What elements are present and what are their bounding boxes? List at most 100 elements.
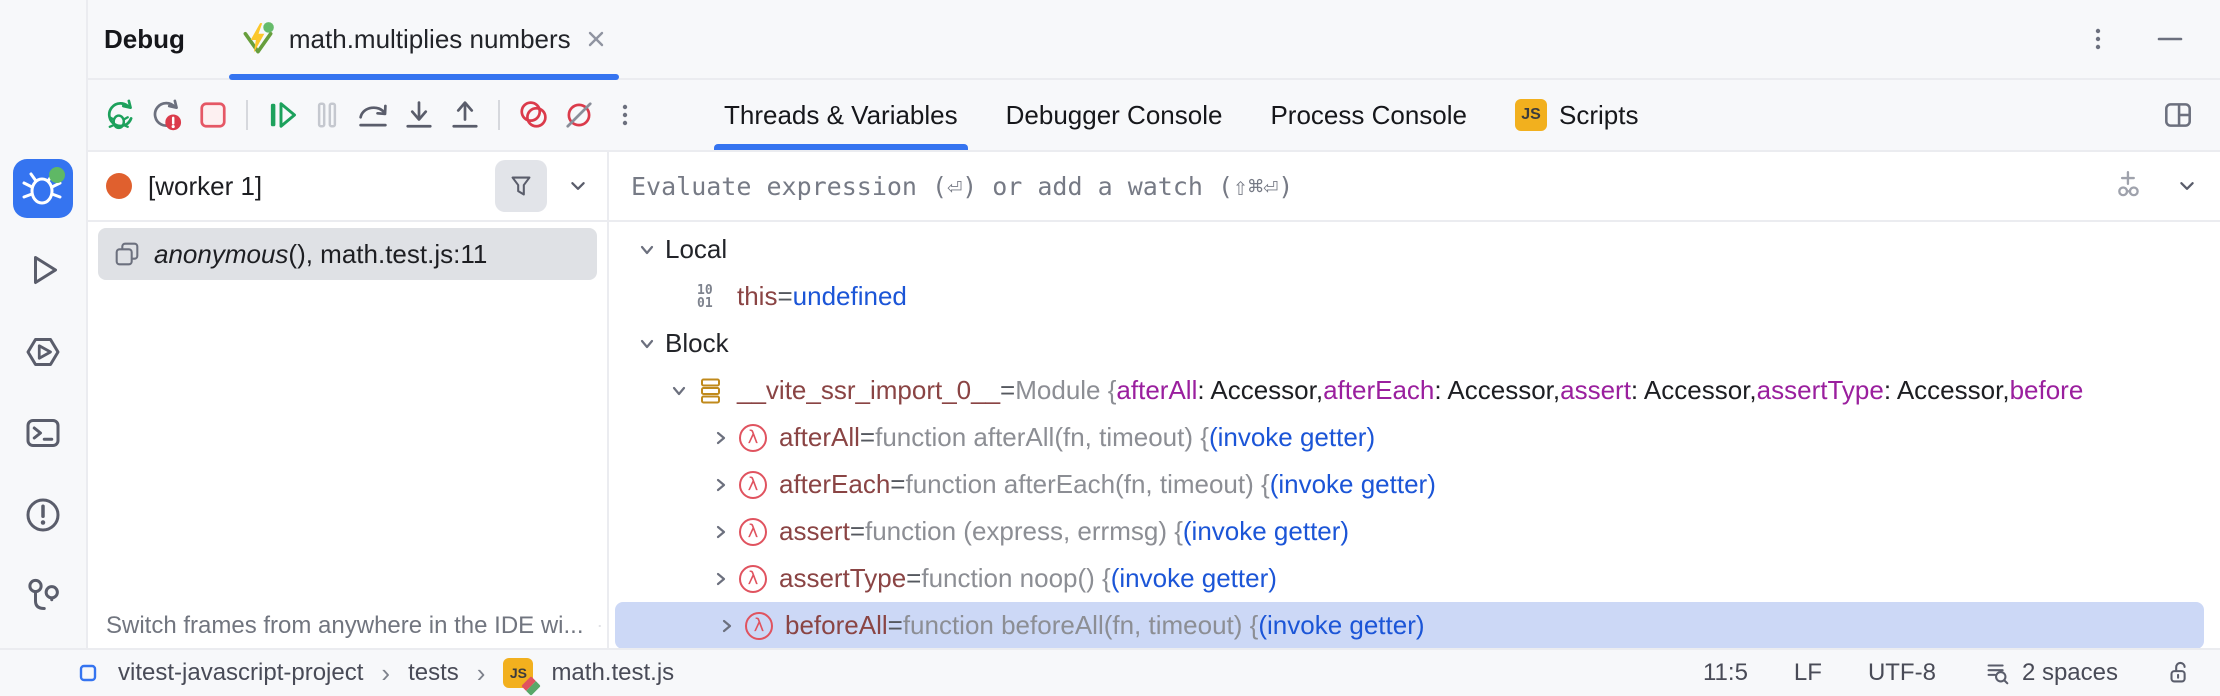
tab-label: Threads & Variables: [724, 99, 958, 130]
minimize-icon[interactable]: [2148, 17, 2192, 61]
filter-icon: [511, 176, 531, 196]
variable-row[interactable]: Local: [609, 226, 2220, 273]
chevron-right-icon[interactable]: [709, 614, 745, 638]
debug-session-tab[interactable]: math.multiplies numbers: [228, 0, 619, 80]
active-tab-underline: [228, 74, 619, 80]
chevron-down-icon[interactable]: [661, 379, 697, 403]
debug-bug-icon: [22, 166, 65, 205]
sidebar-item-debug[interactable]: [13, 158, 73, 219]
step-into-button[interactable]: [396, 92, 442, 138]
view-breakpoints-button[interactable]: [510, 92, 556, 138]
chevron-down-icon[interactable]: [563, 171, 593, 201]
close-icon[interactable]: [583, 26, 609, 52]
variable-text: assert: [779, 516, 850, 546]
module-icon: [697, 377, 737, 405]
variable-text: before: [2009, 375, 2084, 405]
variable-text: function afterAll(fn, timeout) {: [875, 422, 1209, 452]
layout-settings-icon[interactable]: [2156, 93, 2200, 137]
variable-text: this: [737, 281, 778, 311]
indent-setting[interactable]: 2 spaces: [1982, 658, 2118, 688]
variable-text: assertType: [779, 563, 907, 593]
variable-text: function noop() {: [921, 563, 1111, 593]
variable-text: function (express, errmsg) {: [865, 516, 1183, 546]
stop-icon: [200, 102, 226, 128]
stop-button[interactable]: [190, 92, 236, 138]
breadcrumb-file[interactable]: math.test.js: [551, 659, 675, 686]
rerun-failed-tests-button[interactable]: [144, 92, 190, 138]
variable-text: assertType: [1756, 375, 1884, 405]
lambda-icon: λ: [745, 611, 785, 640]
filter-frames-button[interactable]: [495, 160, 547, 212]
tab-process-console[interactable]: Process Console: [1250, 80, 1487, 150]
variable-row[interactable]: __vite_ssr_import_0__ = Module {afterAll…: [609, 367, 2220, 414]
step-over-button[interactable]: [350, 92, 396, 138]
debug-window-header: Debug math.multiplies numbers: [88, 0, 2220, 80]
caret-position[interactable]: 11:5: [1702, 659, 1748, 686]
rerun-debug-icon: [107, 99, 133, 130]
tab-scripts[interactable]: JS Scripts: [1495, 80, 1658, 150]
unlocked-icon[interactable]: [2164, 658, 2194, 688]
chevron-down-icon[interactable]: [629, 238, 665, 262]
lambda-icon: λ: [739, 564, 779, 593]
more-options-button[interactable]: [602, 92, 648, 138]
variable-text: =: [859, 422, 876, 452]
line-separator[interactable]: LF: [1793, 659, 1822, 686]
chevron-right-icon: ›: [381, 657, 391, 688]
frames-panel: [worker 1] an: [88, 152, 609, 648]
stack-frame-item[interactable]: anonymous(), math.test.js:11: [98, 228, 597, 280]
sidebar-item-services[interactable]: [13, 322, 73, 382]
mute-breakpoints-icon: [566, 102, 592, 128]
step-into-icon: [406, 101, 432, 128]
tip-text: Switch frames from anywhere in the IDE w…: [106, 612, 584, 639]
sidebar-item-version-control[interactable]: [13, 566, 73, 626]
sidebar-item-terminal[interactable]: [13, 403, 73, 463]
kebab-menu-icon[interactable]: [2076, 17, 2120, 61]
variable-text: (invoke getter): [1110, 563, 1277, 593]
resume-button[interactable]: [258, 92, 304, 138]
chevron-right-icon[interactable]: [703, 426, 739, 450]
variables-panel: Evaluate expression (⏎) or add a watch (…: [609, 152, 2220, 648]
variable-text: __vite_ssr_import_0__: [737, 375, 1001, 405]
vitest-icon: [243, 22, 274, 54]
thread-selector[interactable]: [worker 1]: [88, 152, 607, 222]
variable-text: afterEach: [1323, 375, 1435, 405]
breadcrumb-folder[interactable]: tests: [408, 659, 459, 686]
frames-tip: Switch frames from anywhere in the IDE w…: [106, 612, 601, 640]
chevron-right-icon[interactable]: [703, 520, 739, 544]
file-encoding[interactable]: UTF-8: [1867, 659, 1936, 686]
step-out-button[interactable]: [442, 92, 488, 138]
evaluate-input[interactable]: Evaluate expression (⏎) or add a watch (…: [631, 171, 1294, 201]
ide-shell: Debug math.multiplies numbers: [13, 0, 2220, 648]
add-to-watches-icon[interactable]: [2112, 169, 2146, 203]
evaluate-expression-bar[interactable]: Evaluate expression (⏎) or add a watch (…: [609, 152, 2220, 222]
chevron-right-icon[interactable]: [703, 473, 739, 497]
close-icon[interactable]: [598, 614, 602, 638]
chevron-right-icon[interactable]: [703, 567, 739, 591]
pause-button[interactable]: [304, 92, 350, 138]
breadcrumb: vitest-javascript-project › tests › JS m…: [76, 657, 675, 696]
rerun-failed-tests-icon: [153, 99, 182, 131]
variable-text: Module {: [1015, 375, 1117, 405]
variable-row[interactable]: Block: [609, 320, 2220, 367]
project-icon: [79, 664, 97, 682]
sidebar-item-problems[interactable]: [13, 485, 73, 545]
chevron-down-icon[interactable]: [2172, 171, 2202, 201]
view-breakpoints-icon: [520, 101, 547, 128]
mute-breakpoints-button[interactable]: [556, 92, 602, 138]
kebab-menu-icon: [622, 104, 628, 126]
sidebar-item-run[interactable]: [13, 240, 73, 300]
rerun-debug-button[interactable]: [98, 92, 144, 138]
tab-threads-variables[interactable]: Threads & Variables: [704, 80, 978, 150]
chevron-down-icon[interactable]: [629, 332, 665, 356]
frame-function-name: anonymous: [154, 238, 289, 269]
breadcrumb-project[interactable]: vitest-javascript-project: [118, 659, 364, 686]
tab-debugger-console[interactable]: Debugger Console: [986, 80, 1243, 150]
